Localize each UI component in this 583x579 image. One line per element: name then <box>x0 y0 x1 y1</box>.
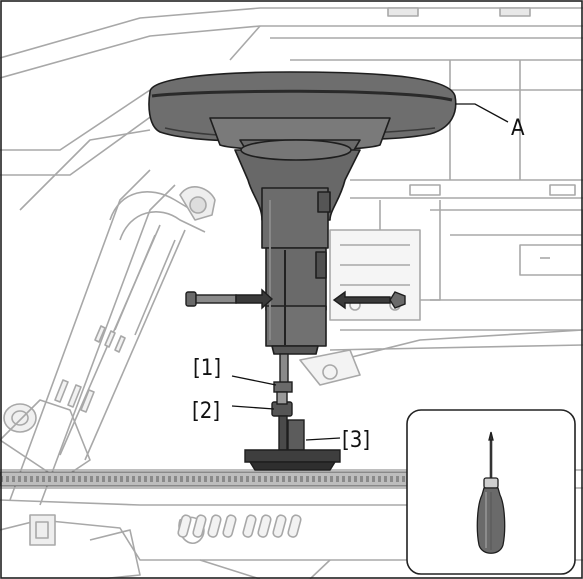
callout-3-label: [3] <box>342 428 370 453</box>
lower-shaft <box>244 353 341 471</box>
callout-2-label: [2] <box>192 399 220 424</box>
tool-inset <box>406 409 576 575</box>
bolt-left <box>185 288 274 310</box>
part-a-assembly <box>148 71 457 355</box>
track-band <box>0 471 421 487</box>
screwdriver-icon <box>476 431 506 554</box>
bolt-right <box>332 290 406 310</box>
label-part-a: A <box>511 116 525 141</box>
leader-lines <box>231 103 509 441</box>
callout-1-label: [1] <box>193 356 221 381</box>
